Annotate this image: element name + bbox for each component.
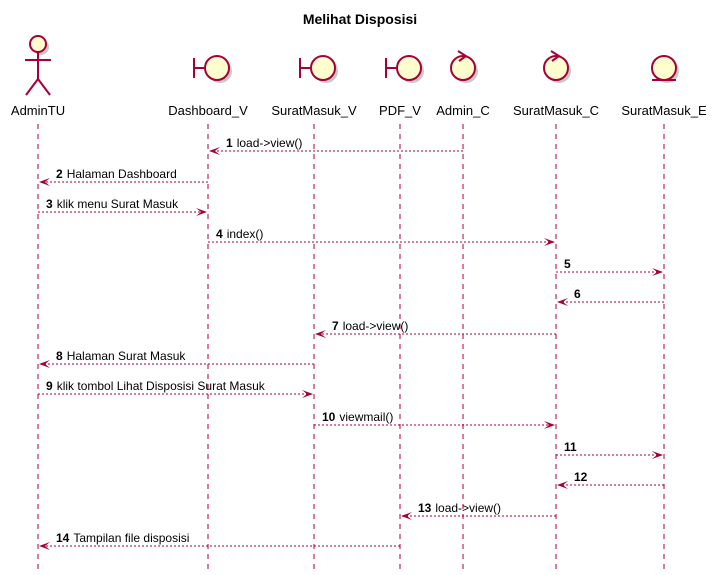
entity-icon: [651, 55, 679, 83]
arrowhead: [557, 481, 568, 489]
participant-label-admin_c: Admin_C: [436, 103, 489, 118]
message-number: 11: [564, 440, 577, 454]
message-7: 7 load->view(): [315, 319, 556, 338]
control-icon: [543, 50, 571, 83]
participant-icons: [25, 35, 679, 96]
message-text: load->view(): [237, 136, 303, 150]
lifelines: [37, 124, 665, 570]
boundary-icon: [385, 55, 424, 83]
arrowhead: [209, 147, 220, 155]
message-label: 2 Halaman Dashboard: [56, 167, 177, 181]
message-text: klik menu Surat Masuk: [57, 197, 179, 211]
message-label: 11: [564, 440, 577, 454]
arrowhead: [401, 512, 412, 520]
participant-label-pdf_v: PDF_V: [379, 103, 421, 118]
message-label: 1 load->view(): [226, 136, 302, 150]
message-number: 12: [574, 470, 588, 484]
message-number: 2: [56, 167, 63, 181]
arrowhead: [39, 178, 50, 186]
message-label: 12: [574, 470, 588, 484]
participant-label-dashboard_v: Dashboard_V: [168, 103, 248, 118]
message-number: 10: [322, 410, 336, 424]
message-text: Halaman Surat Masuk: [67, 349, 187, 363]
message-text: Halaman Dashboard: [67, 167, 177, 181]
message-number: 9: [46, 379, 53, 393]
message-text: klik tombol Lihat Disposisi Surat Masuk: [57, 379, 266, 393]
message-1: 1 load->view(): [209, 136, 463, 155]
message-3: 3 klik menu Surat Masuk: [38, 197, 207, 216]
message-text: load->view(): [343, 319, 409, 333]
message-number: 1: [226, 136, 233, 150]
messages: 1 load->view() 2 Halaman Dashboard 3 klik men…: [38, 136, 664, 550]
message-number: 4: [216, 227, 223, 241]
message-label: 3 klik menu Surat Masuk: [46, 197, 179, 211]
boundary-icon: [193, 55, 232, 83]
message-number: 14: [56, 531, 70, 545]
participant-label-admintu: AdminTU: [11, 103, 65, 118]
arrowhead: [39, 360, 50, 368]
message-5: 5: [556, 257, 663, 276]
message-label: 7 load->view(): [332, 319, 408, 333]
arrowhead: [557, 298, 568, 306]
participant-label-suratmasuk_v: SuratMasuk_V: [271, 103, 357, 118]
arrowhead: [315, 330, 326, 338]
message-label: 5: [564, 257, 571, 271]
message-number: 6: [574, 287, 581, 301]
message-11: 11: [556, 440, 663, 459]
participant-label-suratmasuk_e: SuratMasuk_E: [621, 103, 707, 118]
message-number: 7: [332, 319, 339, 333]
message-label: 6: [574, 287, 581, 301]
message-number: 13: [418, 501, 432, 515]
participant-label-suratmasuk_c: SuratMasuk_C: [513, 103, 599, 118]
message-2: 2 Halaman Dashboard: [39, 167, 208, 186]
arrowhead: [544, 238, 555, 246]
message-12: 12: [557, 470, 664, 489]
message-9: 9 klik tombol Lihat Disposisi Surat Masuk: [38, 379, 313, 398]
arrowhead: [196, 208, 207, 216]
message-text: viewmail(): [339, 410, 393, 424]
message-text: index(): [227, 227, 264, 241]
arrowhead: [302, 390, 313, 398]
message-number: 5: [564, 257, 571, 271]
message-8: 8 Halaman Surat Masuk: [39, 349, 314, 368]
message-6: 6: [557, 287, 664, 306]
arrowhead: [652, 268, 663, 276]
message-4: 4 index(): [208, 227, 555, 246]
control-icon: [450, 50, 478, 83]
message-text: load->view(): [435, 501, 501, 515]
message-number: 8: [56, 349, 63, 363]
actor-icon: [25, 35, 51, 96]
arrowhead: [544, 421, 555, 429]
participant-labels: AdminTU Dashboard_V SuratMasuk_V PDF_V Admin…: [11, 103, 707, 118]
message-label: 8 Halaman Surat Masuk: [56, 349, 186, 363]
boundary-icon: [299, 55, 338, 83]
arrowhead: [652, 451, 663, 459]
diagram-title: Melihat Disposisi: [303, 11, 417, 27]
message-text: Tampilan file disposisi: [73, 531, 189, 545]
message-label: 9 klik tombol Lihat Disposisi Surat Masuk: [46, 379, 266, 393]
arrowhead: [39, 542, 50, 550]
message-label: 4 index(): [216, 227, 263, 241]
message-number: 3: [46, 197, 53, 211]
